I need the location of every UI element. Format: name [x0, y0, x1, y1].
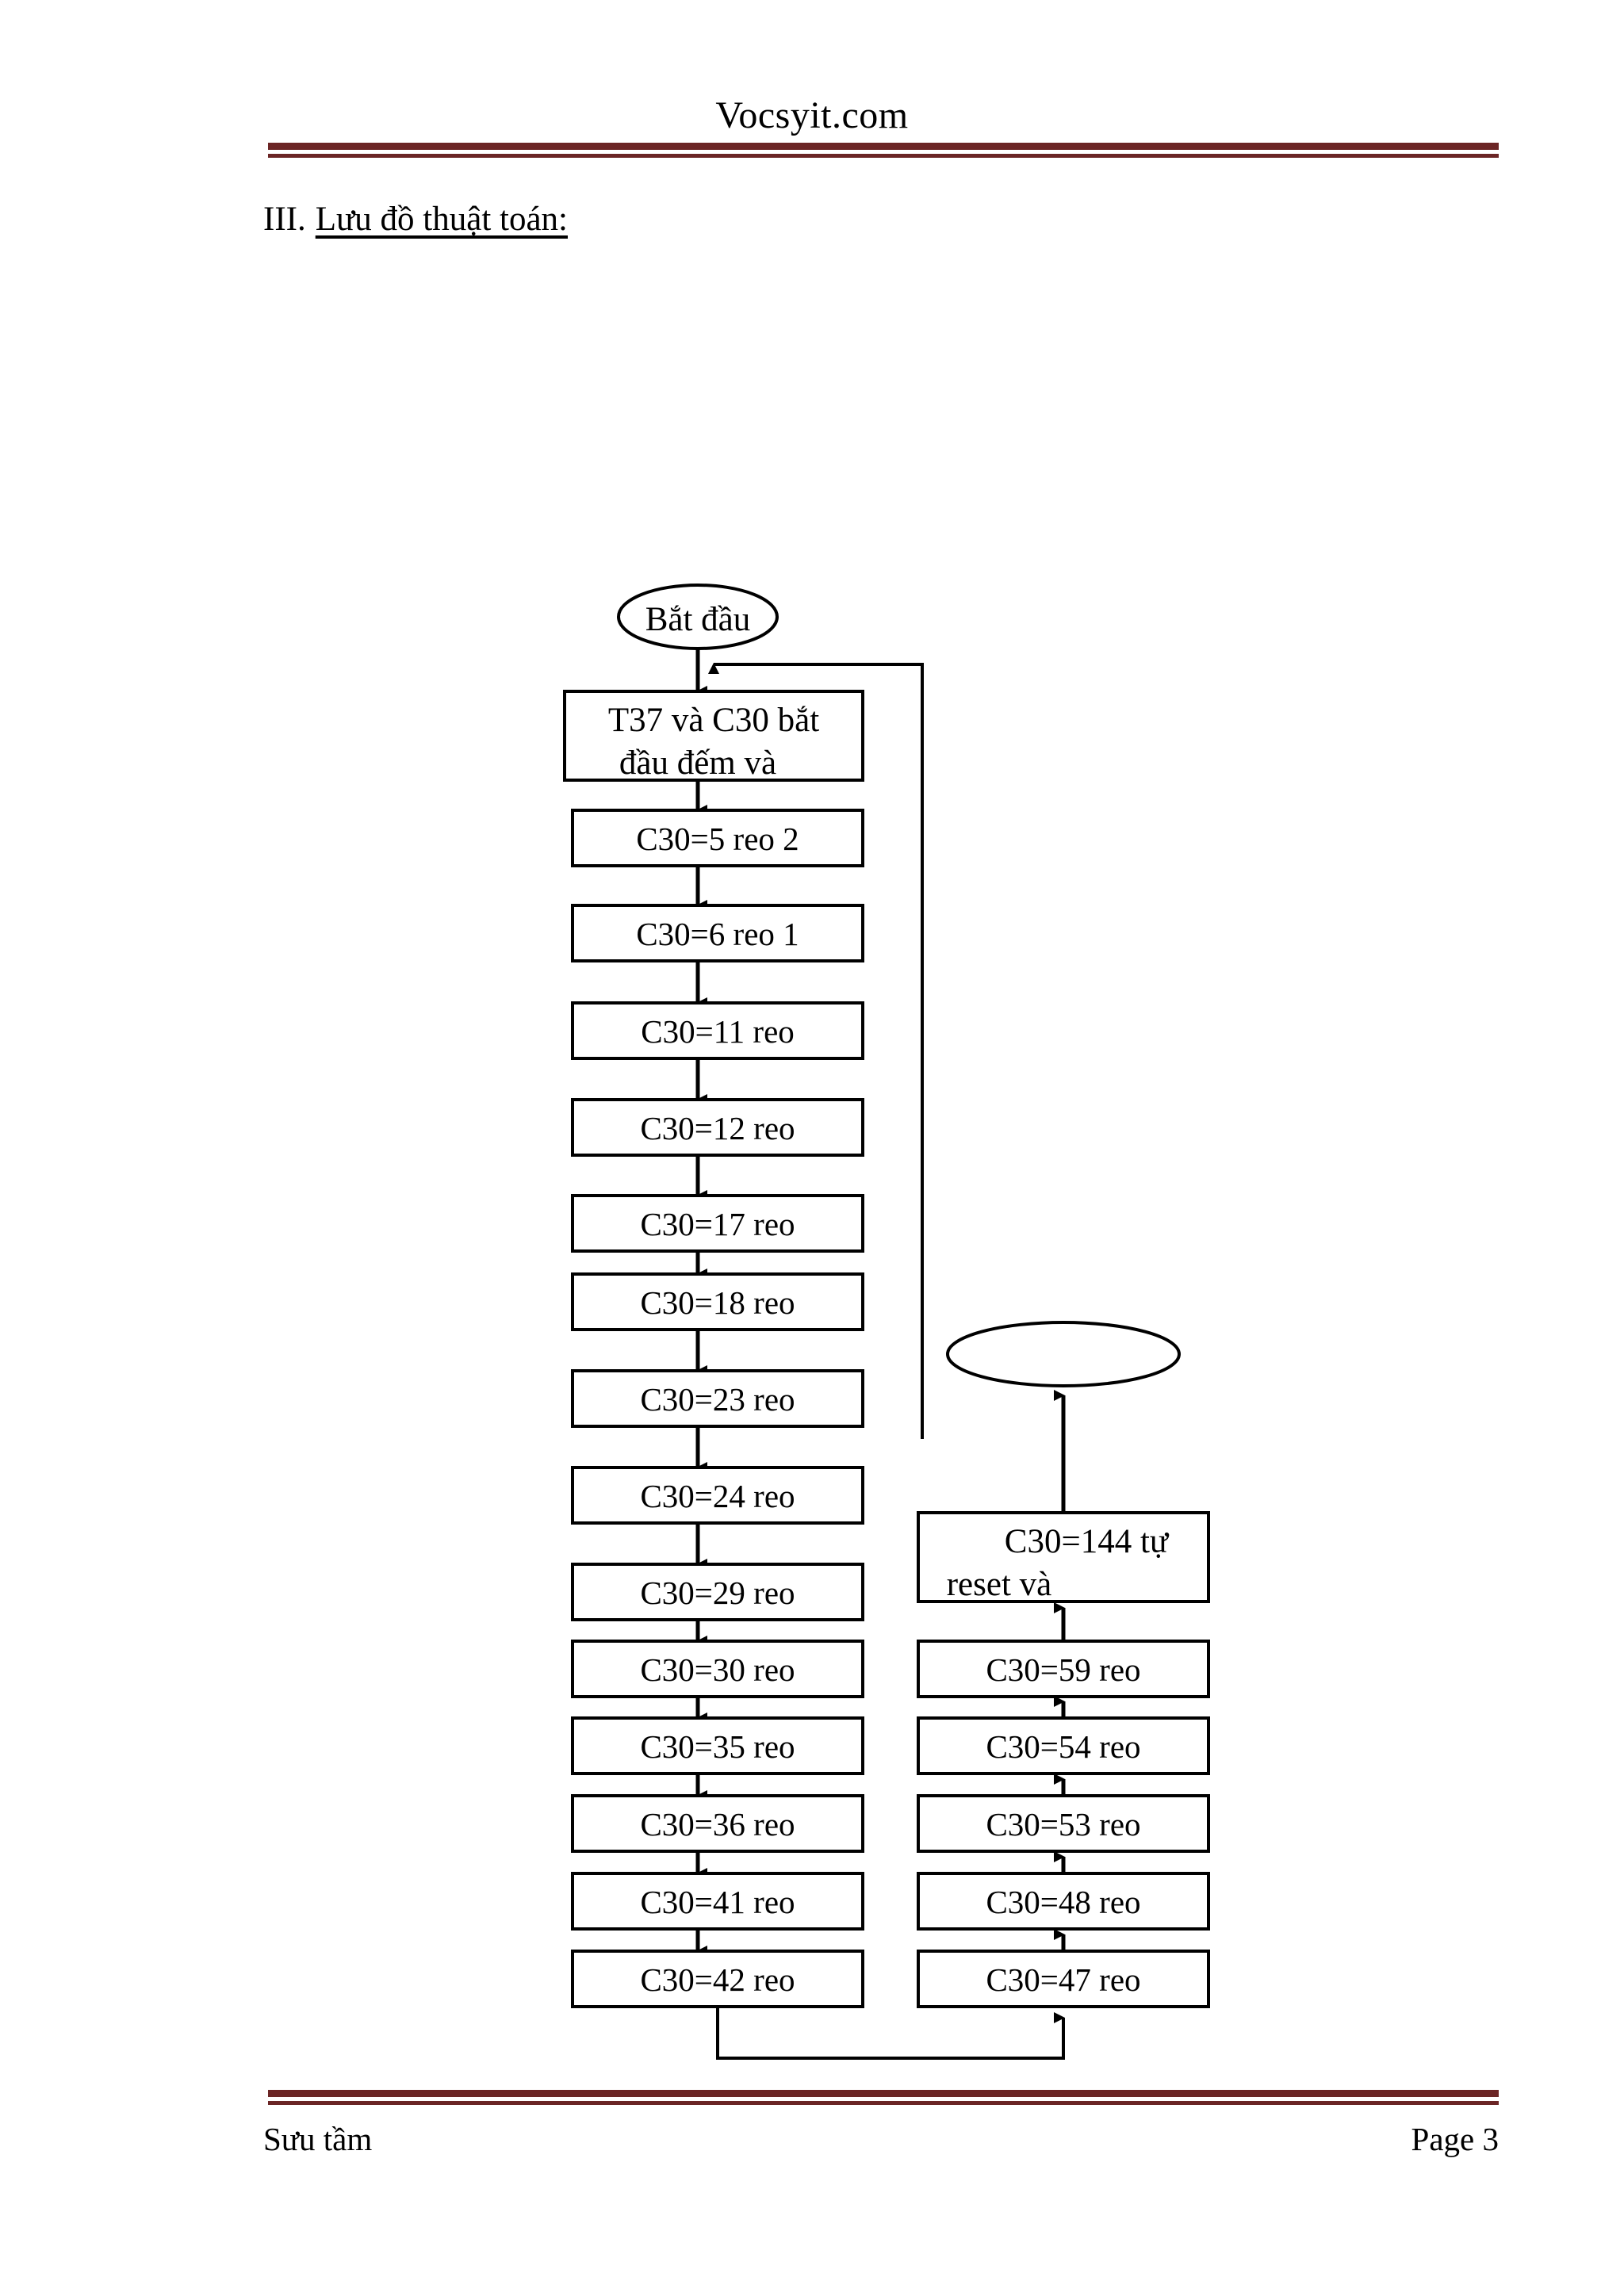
node-p6-label: C30=17 reo [640, 1206, 795, 1242]
header-rule-gap [268, 150, 1499, 154]
node-r6-label-line2: reset và [947, 1566, 1052, 1603]
node-process-box [571, 1794, 864, 1853]
node-p11-label: C30=30 reo [640, 1651, 795, 1688]
node-process-box [917, 1794, 1210, 1853]
node-p15-label: C30=42 reo [640, 1961, 795, 1998]
footer-left-text: Sưu tầm [263, 2121, 373, 2157]
node-end-ellipse [946, 1321, 1181, 1387]
footer-page-number: Page 3 [1411, 2121, 1499, 2157]
node-process-box [571, 1098, 864, 1157]
node-p10-label: C30=29 reo [640, 1575, 795, 1611]
node-start-ellipse [617, 584, 779, 650]
section-number: III. [263, 201, 306, 238]
node-r2-label: C30=48 reo [986, 1884, 1140, 1920]
node-p4-label: C30=11 reo [641, 1013, 795, 1050]
header-rule-thick [268, 143, 1499, 150]
node-process-box [917, 1716, 1210, 1775]
footer-rule-thin [268, 2101, 1499, 2105]
footer-rule-thick [268, 2090, 1499, 2097]
node-p8-label: C30=23 reo [640, 1381, 795, 1418]
node-process-box [571, 1272, 864, 1331]
node-p13-label: C30=36 reo [640, 1806, 795, 1843]
section-heading: III.Lưu đồ thuật toán: [263, 200, 568, 239]
node-process-box [571, 1466, 864, 1525]
node-r1-label: C30=47 reo [986, 1961, 1140, 1998]
node-process-box [571, 1001, 864, 1060]
edge-loop-back-to-start [708, 663, 924, 1439]
node-process-box [563, 690, 864, 782]
node-process-box [571, 1563, 864, 1621]
node-p2-label: C30=5 reo 2 [636, 821, 799, 857]
node-p5-label: C30=12 reo [640, 1110, 795, 1146]
node-start-label: Bắt đầu [645, 601, 751, 638]
node-process-box [571, 1369, 864, 1428]
node-process-box [571, 1872, 864, 1931]
node-process-box [917, 1640, 1210, 1698]
node-p1-label-line2: đầu đếm và [619, 744, 776, 782]
node-p1-label-line1: T37 và C30 bắt [608, 702, 819, 739]
edge-p15-to-r1 [716, 2007, 1065, 2060]
node-process-box [917, 1872, 1210, 1931]
header-rule [268, 143, 1499, 158]
page-header-site-title: Vocsyit.com [715, 94, 909, 136]
node-p9-label: C30=24 reo [640, 1478, 795, 1514]
node-p12-label: C30=35 reo [640, 1728, 795, 1765]
node-process-box [571, 1716, 864, 1775]
node-process-box [917, 1950, 1210, 2008]
node-r4-label: C30=54 reo [986, 1728, 1140, 1765]
node-process-box [571, 904, 864, 962]
node-process-box [571, 1194, 864, 1253]
node-p7-label: C30=18 reo [640, 1284, 795, 1321]
node-process-box [571, 1640, 864, 1698]
section-title-text: Lưu đồ thuật toán: [315, 201, 568, 238]
node-process-box [571, 1950, 864, 2008]
node-process-box [917, 1511, 1210, 1603]
node-process-box [571, 809, 864, 867]
node-r3-label: C30=53 reo [986, 1806, 1140, 1843]
node-r5-label: C30=59 reo [986, 1651, 1140, 1688]
footer-rule-gap [268, 2097, 1499, 2101]
node-p14-label: C30=41 reo [640, 1884, 795, 1920]
header-rule-thin [268, 154, 1499, 158]
node-r6-label-line1: C30=144 tự [1005, 1523, 1170, 1560]
footer-rule [268, 2090, 1499, 2105]
node-p3-label: C30=6 reo 1 [636, 916, 799, 952]
